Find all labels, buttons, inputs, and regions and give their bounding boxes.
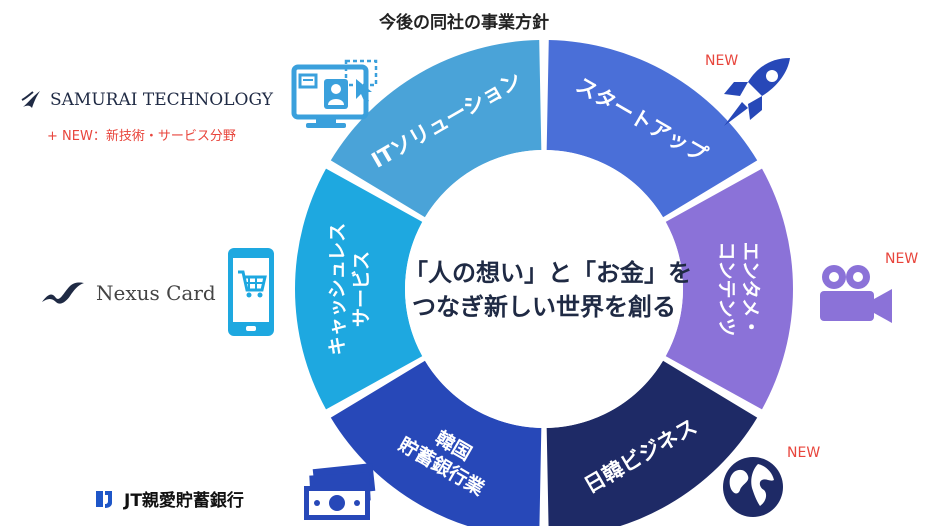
center-line-2: つなぎ新しい世界を創る <box>412 293 676 321</box>
globe-icon <box>723 457 783 517</box>
segment-label-entame-content: コンテンツ <box>716 241 738 336</box>
jt-mark-icon <box>96 490 112 508</box>
segment-it-solution <box>330 40 542 218</box>
center-message: 「人の想い」と「お金」を つなぎ新しい世界を創る <box>404 256 692 324</box>
banknotes-icon <box>304 462 376 520</box>
segment-cashless-service <box>295 168 423 410</box>
segment-nikkan-business <box>546 360 758 526</box>
center-line-1: 「人の想い」と「お金」を <box>404 259 692 287</box>
samurai-mark-icon <box>21 91 40 108</box>
new-tag-nikkan: NEW <box>787 445 821 461</box>
movie-camera-icon <box>820 265 892 323</box>
new-tag-startup: NEW <box>705 53 739 69</box>
segment-korea-savings-bank <box>330 360 542 526</box>
jt-bank-logo: JT親愛貯蓄銀行 <box>96 486 244 511</box>
nexus-swoosh-icon <box>42 282 84 304</box>
new-tag-entame: NEW <box>885 251 919 267</box>
rocket-icon <box>724 58 790 126</box>
jt-bank-name: JT親愛貯蓄銀行 <box>124 491 244 511</box>
segment-entame-content <box>665 168 793 410</box>
samurai-new-field-note: + NEW：新技術・サービス分野 <box>47 129 236 144</box>
segment-label-cashless-service: キャッシュレス <box>327 223 349 356</box>
center-circle <box>405 150 683 428</box>
segment-startup <box>546 40 758 218</box>
nexus-card-name: Nexus Card <box>96 281 216 305</box>
samurai-technology-logo: SAMURAI TECHNOLOGY <box>20 89 273 111</box>
computer-user-icon <box>291 59 378 128</box>
segment-label-entame-content: エンタメ・ <box>740 242 762 336</box>
smartphone-cart-icon <box>228 248 274 336</box>
page-title: 今後の同社の事業方針 <box>379 13 549 33</box>
nexus-card-logo: Nexus Card <box>40 280 216 306</box>
segment-label-cashless-service: サービス <box>351 251 373 327</box>
samurai-technology-name: SAMURAI TECHNOLOGY <box>50 90 273 110</box>
